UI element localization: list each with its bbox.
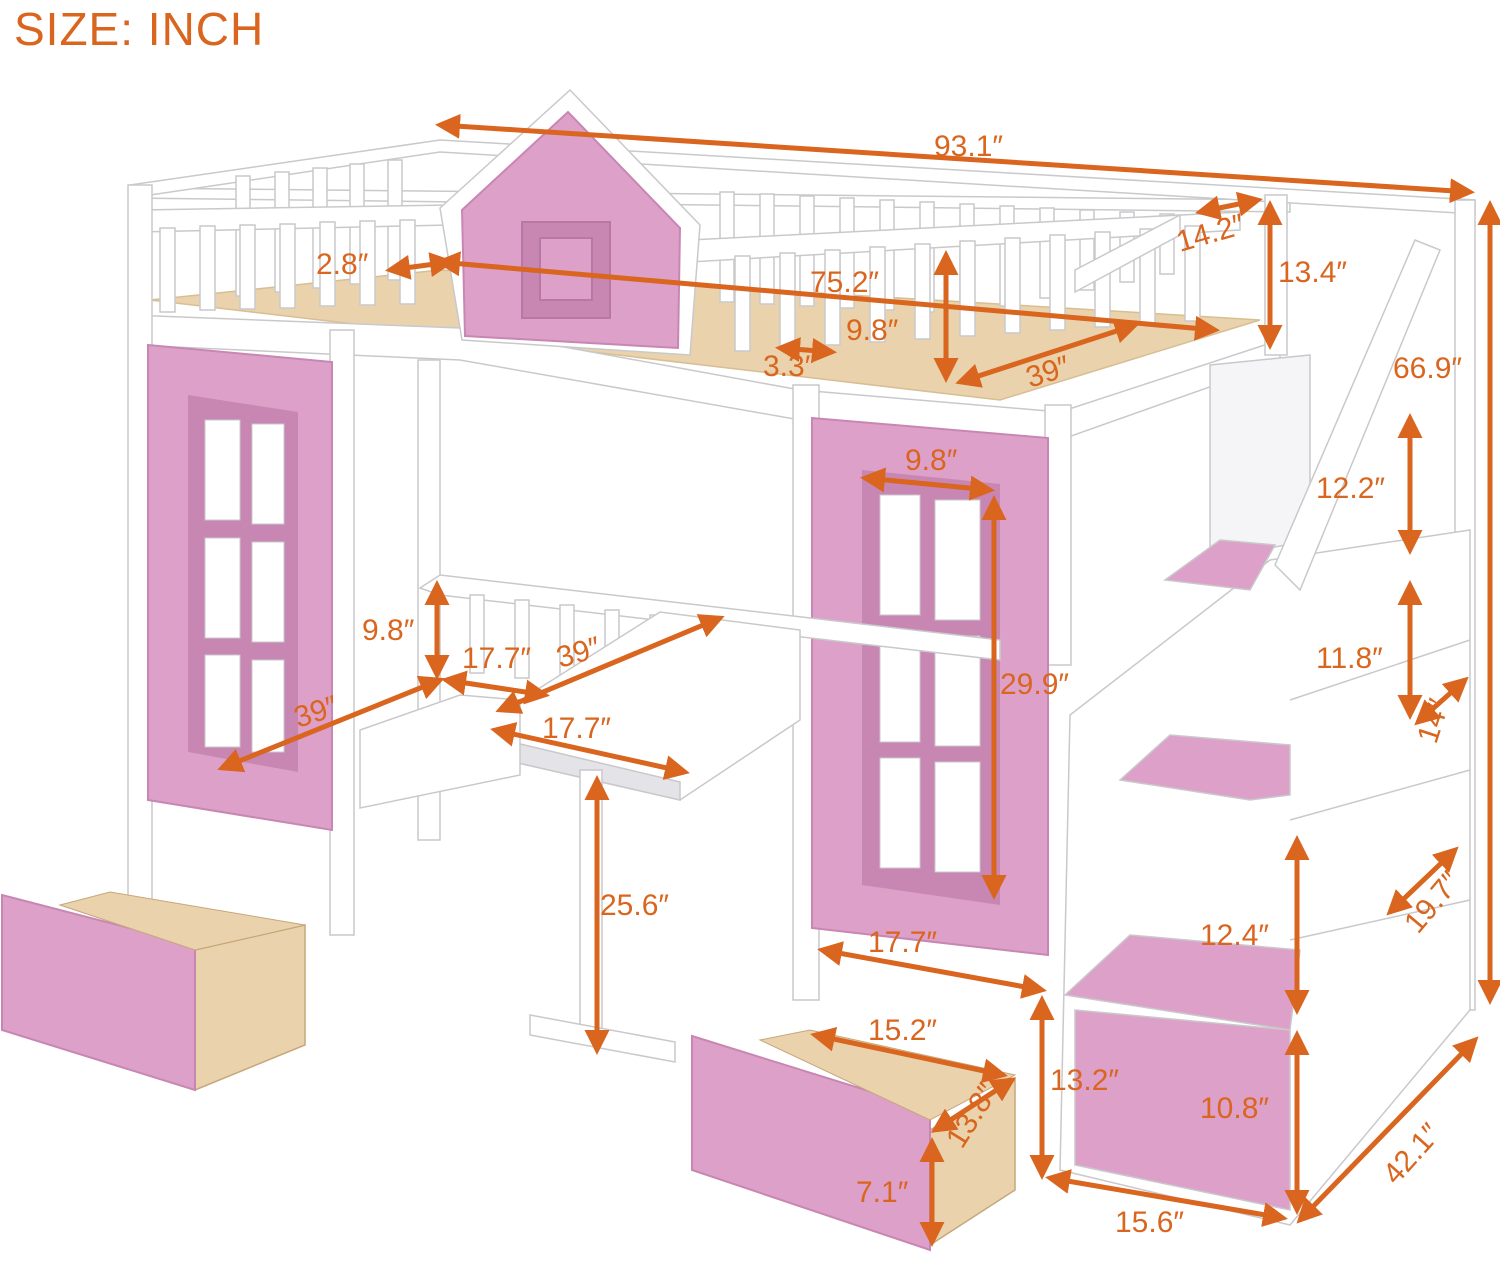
stair-top-step-label: 12.2″ [1316,472,1385,505]
mattress-height-label: 9.8″ [846,314,899,347]
drawer-length-label: 15.2″ [868,1014,937,1047]
left-window-panel [147,343,333,832]
total-length-label: 93.1″ [934,130,1003,163]
drawer-left [1,891,306,1092]
stair-bottom-step-label: 10.8″ [1200,1092,1269,1125]
size-unit-title: SIZE: INCH [14,3,265,55]
stair-mid-step-label: 11.8″ [1316,642,1383,675]
stair-low-step-label: 12.4″ [1200,919,1269,952]
desk-depth-left-label: 17.7″ [462,642,531,675]
window-width-label: 9.8″ [905,444,958,477]
dimension-arrows [217,113,1500,1247]
window-height-label: 29.9″ [1000,668,1069,701]
stair-bottom-height-label: 13.2″ [1050,1064,1119,1097]
desk-leg-height-label: 25.6″ [600,889,669,922]
rail-gap-top-label: 13.4″ [1278,256,1347,289]
drawer-height-label: 7.1″ [856,1176,909,1209]
total-height-label: 66.9″ [1393,352,1462,385]
desk-rail-height-label: 9.8″ [362,614,415,647]
staircase-storage [1059,239,1471,1226]
slat-gap-label: 2.8″ [316,248,369,281]
stair-width-label: 15.6″ [1115,1206,1184,1239]
desk-depth-right-label: 17.7″ [542,712,611,745]
panel-bottom-width-label: 17.7″ [868,926,937,959]
mattress-length-label: 75.2″ [810,266,879,299]
post-width-label: 3.3″ [763,350,816,383]
